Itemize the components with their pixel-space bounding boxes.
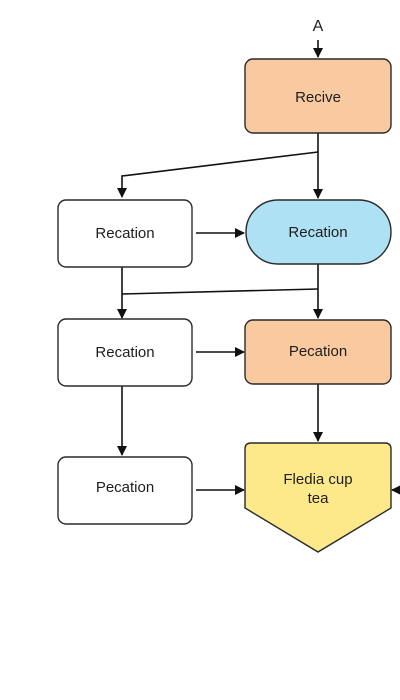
node-receive-label: Recive bbox=[295, 89, 341, 106]
node-final-label-line1: Fledia cup bbox=[283, 471, 352, 488]
node-left-1[interactable]: Recation bbox=[57, 199, 193, 268]
node-final-label-line2: tea bbox=[308, 490, 330, 507]
node-left-1-box bbox=[57, 199, 193, 268]
entry-label: A bbox=[313, 18, 324, 35]
edge-cross-connector bbox=[121, 288, 319, 295]
node-left-2-box bbox=[57, 318, 193, 387]
node-right-2[interactable]: Pecation bbox=[244, 319, 392, 385]
node-left-3[interactable]: Pecation bbox=[57, 456, 193, 525]
edges bbox=[117, 40, 400, 495]
node-left-2-label: Recation bbox=[95, 344, 154, 361]
node-right-2-label: Pecation bbox=[289, 343, 347, 360]
node-final[interactable]: Fledia cup tea bbox=[244, 442, 392, 553]
node-receive-box bbox=[244, 58, 392, 134]
node-left-2[interactable]: Recation bbox=[57, 318, 193, 387]
node-right-2-box bbox=[244, 319, 392, 385]
node-left-1-label: Recation bbox=[95, 225, 154, 242]
edge-receive-to-left1 bbox=[117, 151, 319, 198]
node-right-1-label: Recation bbox=[288, 224, 347, 241]
node-receive[interactable]: Recive bbox=[244, 58, 392, 134]
node-right-1-box bbox=[245, 199, 392, 265]
node-left-3-label: Pecation bbox=[96, 479, 154, 496]
node-final-shape bbox=[244, 442, 392, 553]
node-left-3-box bbox=[57, 456, 193, 525]
node-right-1[interactable]: Recation bbox=[245, 199, 392, 265]
